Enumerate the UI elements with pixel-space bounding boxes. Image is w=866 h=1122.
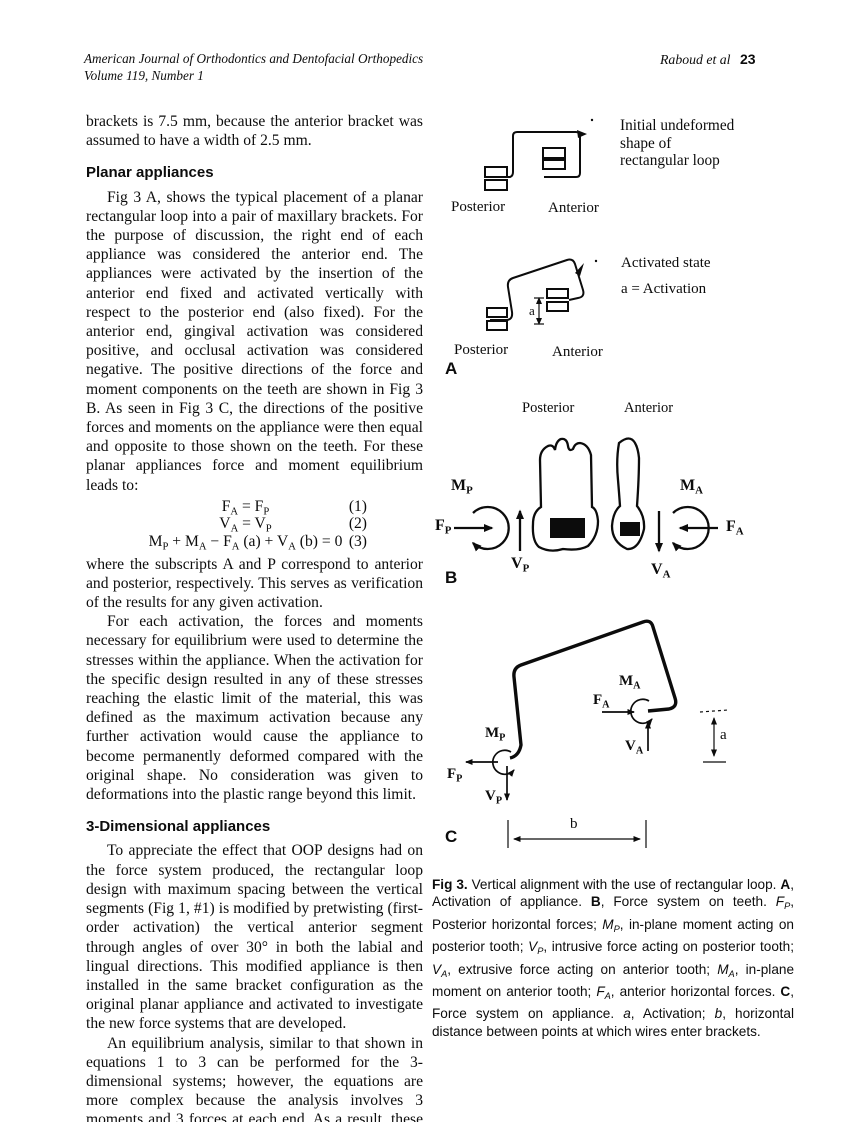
equation-3: MP + MA − FA (a) + VA (b) = 0 (3): [86, 533, 423, 553]
equation-3-body: MP + MA − FA (a) + VA (b) = 0: [148, 533, 343, 553]
force-posterior-label: FP: [435, 517, 452, 537]
section-heading-3d-appliances: 3-Dimensional appliances: [86, 818, 271, 836]
activation-dim-label: a: [529, 303, 535, 318]
undeformed-caption: Initial undeformed shape of rectangular …: [620, 117, 735, 170]
equation-3-number: (3): [348, 533, 367, 551]
dimension-a: [699, 709, 729, 763]
activation-dimension-a: [534, 297, 544, 325]
equation-2: VA = VP (2): [86, 515, 423, 535]
paragraph-opening: brackets is 7.5 mm, because the anterior…: [86, 113, 423, 150]
vertical-posterior-label: VP: [511, 555, 530, 575]
activated-state-label: Activated state: [621, 255, 711, 271]
equation-1: FA = FP (1): [86, 497, 423, 518]
posterior-label-undeformed: Posterior: [451, 199, 506, 215]
panel-letter-a: A: [445, 359, 458, 378]
equation-block: FA = FP (1) VA = VP (2) MP + MA − FA (a)…: [86, 497, 423, 553]
paragraph-3d-2: An equilibrium analysis, similar to that…: [86, 1034, 423, 1122]
anterior-bracket: [620, 522, 640, 536]
anterior-label-teeth: Anterior: [624, 400, 674, 416]
page-number: 23: [739, 51, 756, 67]
force-posterior-label-c: FP: [447, 766, 463, 785]
posterior-tooth: [531, 437, 600, 552]
equation-1-number: (1): [348, 497, 367, 515]
posterior-bracket: [550, 518, 585, 538]
moment-posterior-arrow-c: [491, 749, 515, 777]
running-head-left: American Journal of Orthodontics and Den…: [84, 51, 423, 84]
journal-issue: Volume 119, Number 1: [84, 67, 204, 83]
anterior-label-undeformed: Anterior: [548, 200, 599, 216]
loop-undeformed: [504, 118, 594, 178]
dim-a-label: a: [720, 727, 727, 743]
figure-3: Initial undeformed shape of rectangular …: [430, 110, 834, 872]
moment-anterior-label: MA: [680, 477, 703, 497]
running-head-authors: Raboud et al: [660, 52, 731, 67]
panel-letter-c: C: [445, 827, 458, 846]
running-head-right: Raboud et al 23: [660, 51, 756, 68]
dimension-b: [507, 820, 647, 848]
equation-1-body: FA = FP: [221, 497, 270, 518]
vertical-anterior-label: VA: [651, 561, 671, 581]
activation-definition-label: a = Activation: [621, 281, 707, 297]
posterior-label-activated: Posterior: [454, 342, 509, 358]
panel-letter-b: B: [445, 568, 458, 587]
force-anterior-label-c: FA: [593, 692, 610, 711]
brackets-activated: [486, 288, 569, 331]
moment-posterior-label-c: MP: [485, 725, 506, 744]
dim-b-label: b: [570, 816, 578, 832]
brackets-undeformed: [484, 147, 566, 191]
anterior-tooth: [610, 437, 646, 551]
paragraph-planar-3: For each activation, the forces and mome…: [86, 613, 423, 804]
loop-force-system: [465, 619, 678, 801]
journal-title: American Journal of Orthodontics and Den…: [84, 51, 424, 66]
paragraph-3d-1: To appreciate the effect that OOP design…: [86, 842, 423, 1033]
vertical-anterior-label-c: VA: [625, 738, 644, 757]
figure-3-caption: Fig 3. Vertical alignment with the use o…: [432, 877, 795, 1039]
force-anterior-label: FA: [726, 518, 744, 538]
moment-posterior-label: MP: [451, 477, 473, 497]
section-heading-planar-appliances: Planar appliances: [86, 164, 214, 182]
equation-2-body: VA = VP: [219, 515, 272, 536]
paragraph-planar-1: Fig 3 A, shows the typical placement of …: [86, 188, 423, 494]
moment-anterior-label-c: MA: [619, 673, 641, 692]
figure-3-drawing: [454, 118, 729, 848]
paragraph-planar-2: where the subscripts A and P correspond …: [86, 555, 423, 612]
left-column: brackets is 7.5 mm, because the anterior…: [86, 112, 423, 1122]
panel-b-arrows: [454, 505, 718, 553]
equation-2-number: (2): [348, 515, 367, 533]
loop-activated: [490, 258, 598, 321]
vertical-posterior-label-c: VP: [485, 788, 503, 807]
anterior-label-activated: Anterior: [552, 344, 603, 360]
posterior-label-teeth: Posterior: [522, 400, 575, 416]
moment-posterior-arrow: [471, 505, 510, 552]
